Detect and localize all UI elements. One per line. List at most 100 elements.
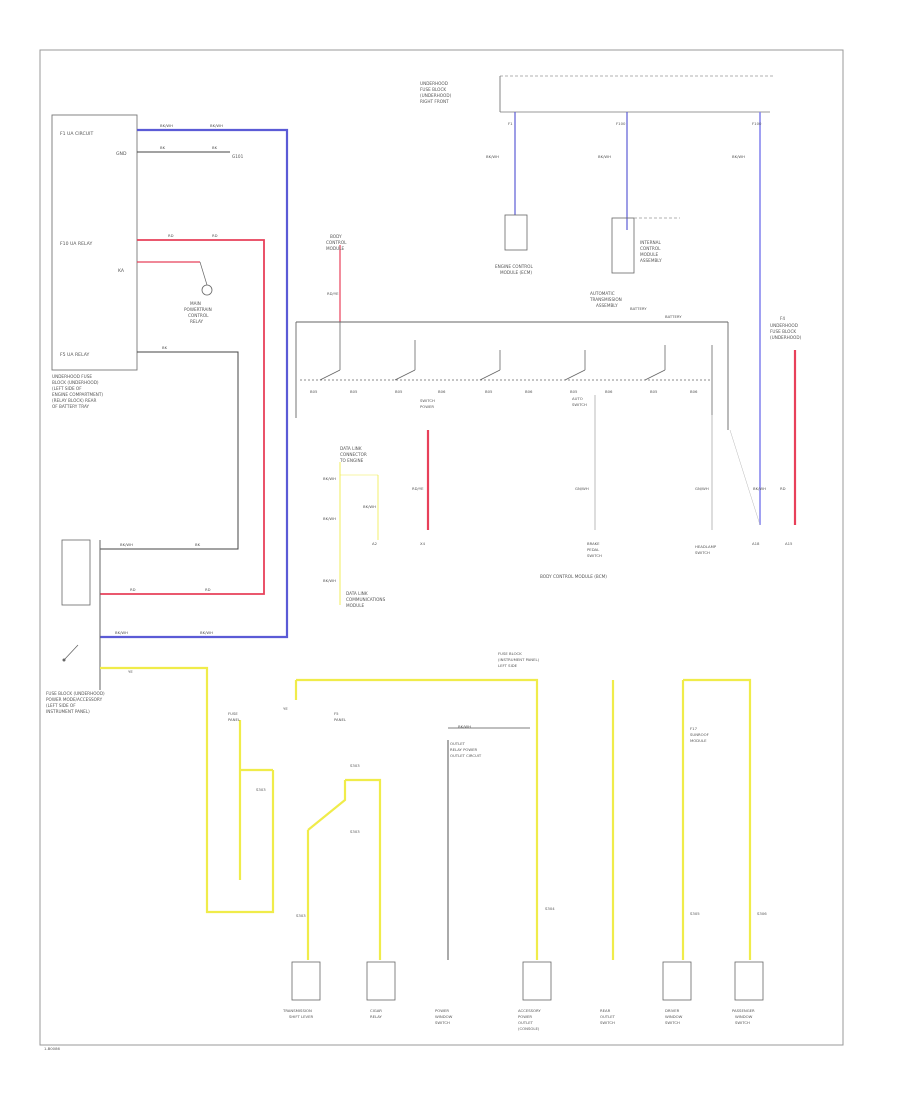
svg-text:F100: F100: [616, 121, 626, 126]
bottom-components: [291, 961, 764, 1001]
right-pink-branch: F4 UNDERHOOD FUSE BLOCK (UNDERHOOD) RD B…: [752, 316, 802, 546]
ground-relay-symbol: MAIN POWERTRAIN CONTROL RELAY: [184, 261, 213, 324]
svg-text:RIGHT FRONT: RIGHT FRONT: [420, 99, 449, 104]
svg-text:RD: RD: [168, 233, 174, 238]
svg-text:SWITCH: SWITCH: [420, 398, 435, 403]
svg-text:F4: F4: [780, 316, 785, 321]
svg-text:RD: RD: [780, 486, 786, 491]
page-code: 1-B0086: [44, 1046, 61, 1051]
svg-text:DATA LINK: DATA LINK: [346, 591, 368, 596]
svg-text:BK/WH: BK/WH: [598, 154, 611, 159]
svg-text:POWER: POWER: [420, 404, 434, 409]
svg-text:B05: B05: [310, 389, 318, 394]
svg-text:ACCESSORY: ACCESSORY: [518, 1008, 541, 1013]
svg-text:S303: S303: [256, 787, 266, 792]
yellow-circuits: [100, 666, 752, 960]
svg-text:X4: X4: [420, 541, 426, 546]
svg-text:SUNROOF: SUNROOF: [690, 732, 709, 737]
svg-text:B05: B05: [570, 389, 578, 394]
svg-text:MODULE: MODULE: [346, 603, 365, 608]
svg-text:POWER MODE/ACCESSORY: POWER MODE/ACCESSORY: [46, 697, 103, 702]
relay-box-2: INTERNAL CONTROL MODULE ASSEMBLY AUTOMAT…: [589, 217, 680, 308]
svg-text:MODULE: MODULE: [326, 246, 345, 251]
bcm-switch-row: BODY CONTROL MODULE RD/YE BATTERY BATTER…: [295, 234, 729, 430]
svg-text:TO ENGINE: TO ENGINE: [339, 458, 364, 463]
svg-text:POWER: POWER: [435, 1008, 449, 1013]
svg-text:LEFT SIDE: LEFT SIDE: [498, 663, 518, 668]
svg-text:WINDOW: WINDOW: [665, 1014, 683, 1019]
svg-text:B06: B06: [525, 389, 533, 394]
svg-text:GN/WH: GN/WH: [575, 486, 589, 491]
svg-text:COMMUNICATIONS: COMMUNICATIONS: [346, 597, 386, 602]
svg-text:(RELAY BLOCK) REAR: (RELAY BLOCK) REAR: [52, 398, 96, 403]
svg-text:(UNDERHOOD): (UNDERHOOD): [420, 93, 452, 98]
bcm-drop-wires: RD/YE X4 GN/WH BRAKE PEDAL SWITCH GN/WH …: [412, 395, 761, 579]
bcm-note: BODY CONTROL MODULE (BCM): [540, 574, 607, 579]
svg-text:SWITCH: SWITCH: [735, 1020, 750, 1025]
svg-text:WINDOW: WINDOW: [735, 1014, 753, 1019]
svg-text:GN/WH: GN/WH: [695, 486, 709, 491]
svg-text:OUTLET: OUTLET: [518, 1020, 534, 1025]
svg-text:BODY: BODY: [330, 234, 342, 239]
svg-text:PASSENGER: PASSENGER: [732, 1008, 755, 1013]
svg-text:FUSE BLOCK: FUSE BLOCK: [420, 87, 446, 92]
svg-text:B05: B05: [350, 389, 358, 394]
svg-text:A18: A18: [752, 541, 760, 546]
svg-text:S306: S306: [757, 911, 767, 916]
svg-text:BRAKE: BRAKE: [587, 541, 600, 546]
top-center-drops: F1 F100 F100 BK/WH BK/WH BK/WH: [486, 112, 762, 525]
svg-text:F10 UA RELAY: F10 UA RELAY: [60, 241, 92, 247]
svg-text:SWITCH: SWITCH: [572, 402, 587, 407]
svg-text:UNDERHOOD: UNDERHOOD: [770, 323, 798, 328]
svg-text:BK/WH: BK/WH: [323, 476, 336, 481]
svg-text:BK: BK: [195, 542, 201, 547]
svg-text:SWITCH: SWITCH: [587, 553, 602, 558]
svg-text:FUSE BLOCK (UNDERHOOD): FUSE BLOCK (UNDERHOOD): [46, 691, 105, 696]
svg-text:S305: S305: [690, 911, 700, 916]
svg-text:B05: B05: [485, 389, 493, 394]
svg-text:DATA LINK: DATA LINK: [340, 446, 362, 451]
svg-text:S303: S303: [350, 763, 360, 768]
svg-text:RD: RD: [212, 233, 218, 238]
svg-text:BATTERY: BATTERY: [665, 314, 682, 319]
svg-text:G101: G101: [232, 154, 244, 159]
svg-text:BK/WH: BK/WH: [323, 578, 336, 583]
svg-text:BK/WH: BK/WH: [486, 154, 499, 159]
svg-text:INTERNAL: INTERNAL: [640, 240, 661, 245]
svg-text:BK/WH: BK/WH: [732, 154, 745, 159]
svg-text:BK/WH: BK/WH: [363, 504, 376, 509]
svg-text:F17: F17: [690, 726, 698, 731]
svg-text:PANEL: PANEL: [228, 717, 241, 722]
diagram-frame: [39, 49, 844, 1046]
svg-text:HEADLAMP: HEADLAMP: [695, 544, 717, 549]
svg-text:INSTRUMENT PANEL): INSTRUMENT PANEL): [46, 709, 90, 714]
svg-text:DRIVER: DRIVER: [665, 1008, 680, 1013]
svg-text:REAR: REAR: [600, 1008, 611, 1013]
svg-text:MODULE: MODULE: [690, 738, 707, 743]
svg-text:BK: BK: [212, 145, 218, 150]
svg-text:RD/YE: RD/YE: [327, 291, 339, 296]
svg-text:B06: B06: [690, 389, 698, 394]
svg-text:FUSE BLOCK: FUSE BLOCK: [498, 651, 522, 656]
svg-text:AUTOMATIC: AUTOMATIC: [590, 291, 615, 296]
svg-text:BK/WH: BK/WH: [323, 516, 336, 521]
svg-text:B06: B06: [438, 389, 446, 394]
svg-text:RD/YE: RD/YE: [412, 486, 424, 491]
svg-text:ASSEMBLY: ASSEMBLY: [640, 258, 662, 263]
svg-text:MODULE (ECM): MODULE (ECM): [500, 270, 532, 275]
svg-text:BK/WH: BK/WH: [160, 123, 173, 128]
svg-text:SWITCH: SWITCH: [695, 550, 710, 555]
svg-text:FUSE BLOCK: FUSE BLOCK: [770, 329, 796, 334]
svg-text:B06: B06: [605, 389, 613, 394]
fuse-block-bottom-left: FUSE BLOCK (UNDERHOOD) POWER MODE/ACCESS…: [46, 539, 105, 714]
svg-text:YE: YE: [283, 706, 288, 711]
svg-text:SHIFT LEVER: SHIFT LEVER: [289, 1014, 314, 1019]
svg-text:F5 UA RELAY: F5 UA RELAY: [60, 352, 90, 358]
svg-text:ENGINE CONTROL: ENGINE CONTROL: [495, 264, 533, 269]
svg-text:RD: RD: [130, 587, 136, 592]
wire-red-loop: [100, 239, 265, 595]
svg-text:RELAY POWER: RELAY POWER: [450, 747, 477, 752]
svg-text:(UNDERHOOD): (UNDERHOOD): [770, 335, 802, 340]
svg-text:(LEFT SIDE OF: (LEFT SIDE OF: [46, 703, 76, 708]
